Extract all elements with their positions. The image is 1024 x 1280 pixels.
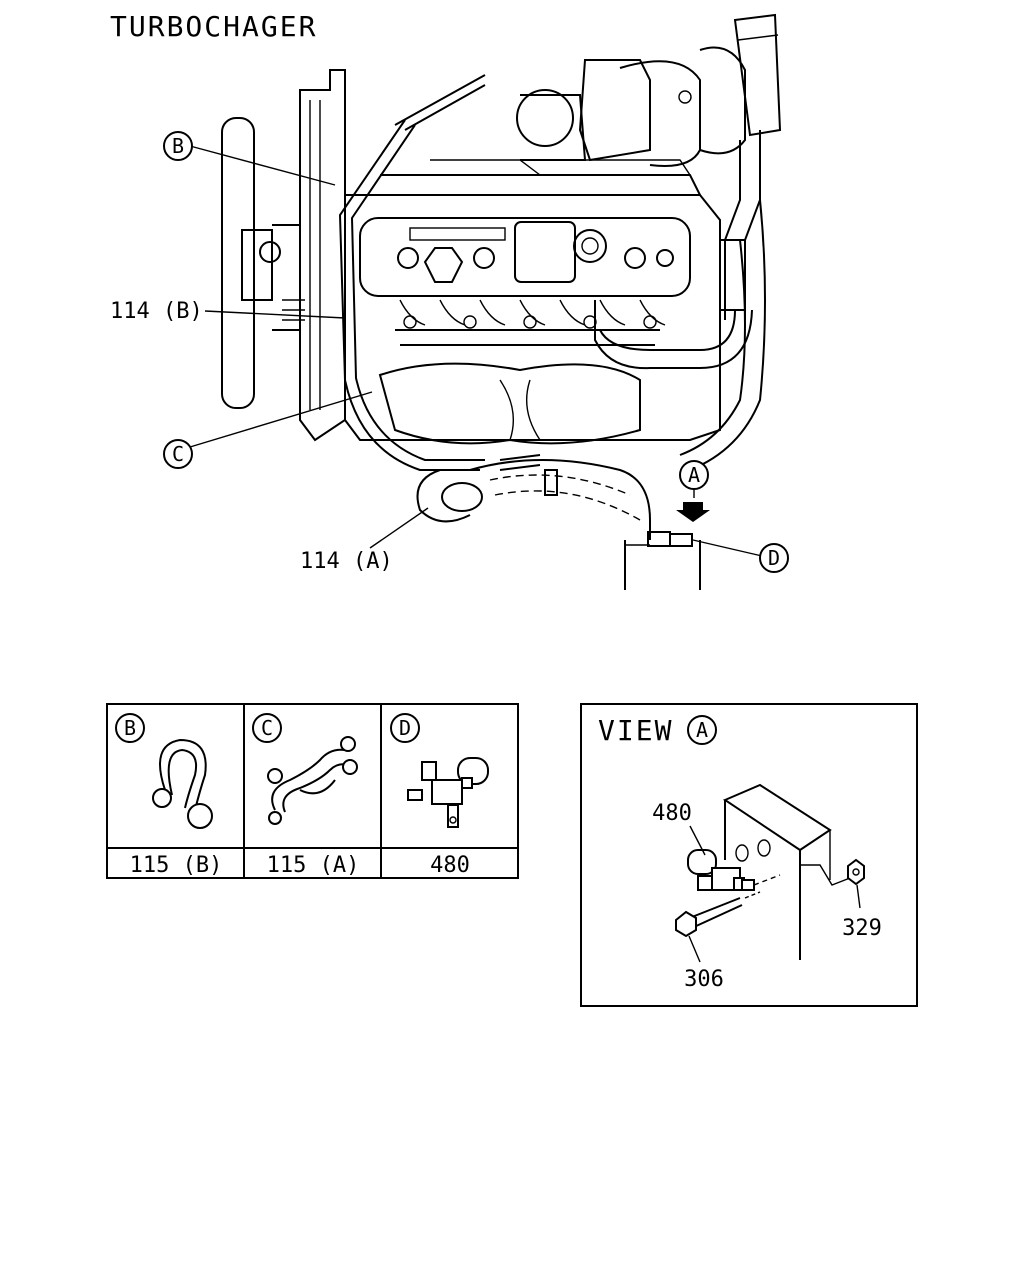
turbo-housing (578, 59, 651, 162)
label-306: 306 (684, 967, 724, 992)
svg-text:B: B (124, 716, 136, 740)
oil-cap (423, 247, 464, 283)
view-a-title: VIEW (598, 714, 673, 747)
clip-b-icon (152, 738, 213, 829)
callout-d (759, 543, 789, 573)
fan-pulley (221, 117, 255, 409)
view-a-panel: VIEW A 480 (580, 703, 918, 1007)
cell-b-letter-badge (115, 713, 145, 743)
cell-d-part: 480 (430, 853, 470, 878)
exhaust-manifold (378, 362, 641, 445)
svg-text:D: D (768, 546, 780, 570)
svg-text:B: B (172, 134, 184, 158)
valve-cover (359, 217, 691, 297)
vacuum-hose (338, 119, 480, 471)
svg-text:A: A (688, 463, 700, 487)
callout-c (163, 439, 193, 469)
label-480: 480 (652, 801, 692, 826)
label-114b: 114 (B) (110, 299, 203, 324)
svg-text:C: C (172, 442, 184, 466)
view-arrow-icon (676, 502, 710, 522)
cell-d-letter-badge (390, 713, 420, 743)
callout-b (163, 131, 193, 161)
cell-b-part: 115 (B) (130, 853, 223, 878)
label-114a: 114 (A) (300, 549, 393, 574)
nut-329 (847, 858, 865, 886)
cell-c-part: 115 (A) (267, 853, 360, 878)
engine-callouts: B 114 (B) C 114 (A) A D (110, 131, 789, 574)
view-a-letter-badge (687, 715, 717, 745)
vsv-valve-480 (687, 849, 781, 891)
label-329: 329 (842, 916, 882, 941)
air-filter (733, 13, 782, 137)
engine-illustration (221, 13, 782, 590)
svg-text:D: D (399, 716, 411, 740)
parts-table: B 115 (B) C 115 (A) D (106, 703, 519, 879)
vsv-valve-icon (407, 757, 489, 828)
clip-c-icon (267, 736, 358, 825)
bolt-306 (675, 891, 761, 938)
cell-c-letter-badge (252, 713, 282, 743)
diagram-title: TURBOCHAGER (110, 10, 317, 43)
svg-text:C: C (261, 716, 273, 740)
callout-a (679, 460, 709, 490)
svg-text:A: A (696, 718, 708, 742)
